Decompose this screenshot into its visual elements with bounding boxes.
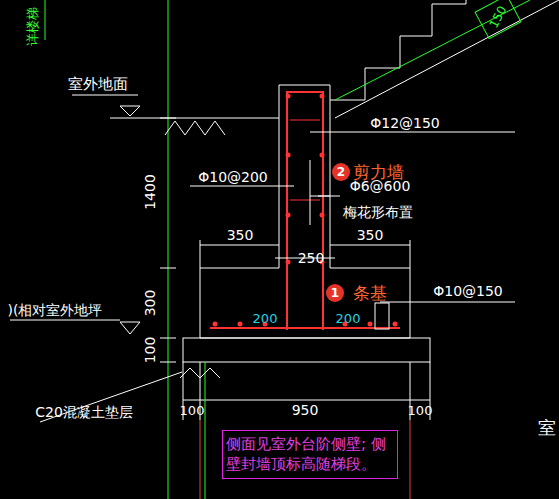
leader [310,132,515,133]
ground-label: 室外地面 [68,77,128,92]
footing-rebar [210,327,400,329]
dimension: 250 [298,251,325,265]
axis-line [168,0,169,499]
leader [72,95,138,96]
rebar-label: Φ12@150 [370,116,440,130]
dimension: 350 [227,228,254,242]
leader [190,186,294,187]
dimension: 1400 [143,174,157,210]
dimension-lines [10,118,430,422]
callout-circle [326,284,344,302]
dimension: 200 [253,312,278,325]
callout-circle [332,163,350,181]
ground-line [110,118,279,119]
dimension: 100 [143,337,157,364]
dimension: 100 [180,404,205,417]
dimension: 350 [357,228,384,242]
dimension: 950 [292,403,319,417]
vertical-note: 详楼梯 [26,7,39,46]
elevation-note: )(相对室外地坪 [8,303,103,317]
stair-slab [335,0,559,118]
material-label: C20混凝土垫层 [35,405,133,419]
rebar-label: Φ10@200 [198,170,268,184]
leader [380,302,515,303]
soil-hatch [165,121,225,135]
note-text: 侧面见室外台阶侧壁; 侧壁封墙顶标高随梯段。 [226,435,394,474]
level-mark [120,106,140,116]
dim-box [475,0,521,39]
concrete-pad [183,338,430,362]
wall-top [279,85,330,86]
grid-line [410,420,411,499]
soil-hatch [180,368,220,378]
note-box: 侧面见室外台阶侧壁; 侧壁封墙顶标高随梯段。 [222,430,398,479]
callout-number: 1 [331,287,339,299]
stair-line [335,0,530,100]
callout-number: 2 [337,166,345,178]
rebar-label: Φ10@150 [433,284,503,298]
dimension: 200 [336,312,361,325]
rebar-label: Φ6@600 [350,179,411,193]
axis-line [45,0,46,40]
cut-text: 室 [538,419,556,437]
grid-line [200,420,201,499]
dimension: 300 [143,290,157,317]
dimension: 100 [408,404,433,417]
part-name: 条基 [353,285,387,302]
note: 梅花形布置 [343,205,413,219]
wall-rebar [287,92,323,330]
part-name: 剪力墙 [353,164,404,181]
tie-bar [290,200,320,201]
dimension: 150 [487,4,508,30]
